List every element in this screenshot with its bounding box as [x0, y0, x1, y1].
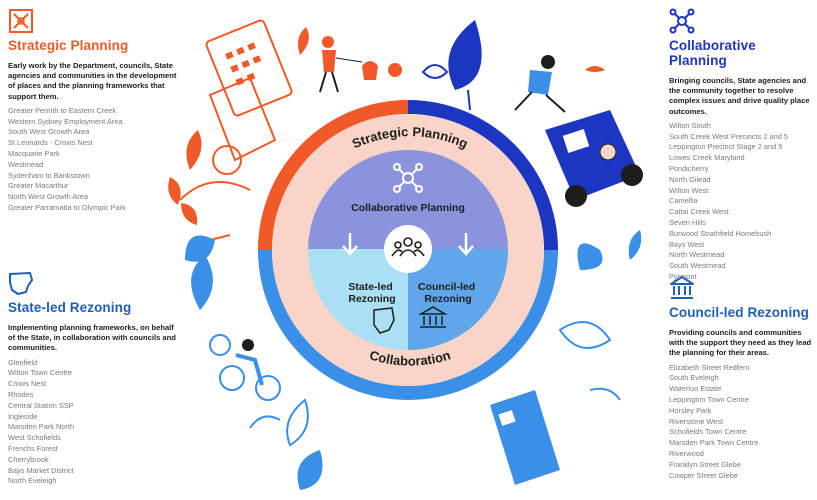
bus-icon — [490, 390, 560, 485]
list-item: Glenfield — [8, 357, 38, 367]
list-item: Westmead — [8, 159, 44, 169]
list-item: Waterloo Estate — [669, 384, 722, 394]
state-led-rezoning-list: Glenfield Wilton Town Centre Crows Nest … — [8, 358, 183, 488]
list-item: Pondicherry — [669, 164, 709, 173]
list-item: Bays West — [669, 239, 705, 249]
list-item: Cherrybrook — [8, 454, 49, 464]
list-item: Greater Penrith to Eastern Creek — [8, 105, 117, 115]
list-item: Leppington Town Centre — [669, 395, 749, 404]
list-item: South West Growth Area — [8, 127, 90, 137]
list-item: Riverwood — [669, 448, 704, 458]
tree-icon-blue-right — [558, 230, 642, 401]
list-item: Wilton Town Centre — [8, 368, 72, 378]
bird-icon — [585, 66, 605, 72]
list-item: Crows Nest — [8, 379, 47, 389]
network-icon — [669, 8, 695, 34]
list-item: Greater Macarthur — [8, 181, 69, 191]
council-led-rezoning-list: Elizabeth Street Redfern South Eveleigh … — [669, 363, 817, 482]
list-item: South Eveleigh — [669, 373, 719, 383]
list-item: Seven Hills — [669, 217, 706, 227]
network-icon-core — [393, 163, 423, 193]
list-item: South Creek West Precincts 2 and 5 — [669, 131, 788, 141]
council-led-rezoning-description: Providing councils and communities with … — [669, 328, 812, 358]
list-item: North West Growth Area — [8, 192, 88, 202]
list-item: South Westmead — [669, 261, 726, 271]
council-led-rezoning-panel: Council-led Rezoning Providing councils … — [669, 275, 817, 481]
person-walking-dog-icon — [319, 36, 378, 93]
list-item: Frenchs Forest — [8, 443, 58, 453]
list-item: North Gilead — [669, 174, 711, 184]
list-item: North Westmead — [669, 250, 725, 260]
list-item: Greater Parramatta to Olympic Park — [8, 202, 126, 212]
arrow-down-left-icon — [342, 233, 358, 256]
state-led-rezoning-description: Implementing planning frameworks, on beh… — [8, 323, 176, 353]
community-icon-background — [384, 225, 432, 273]
outer-ring-state-segment — [258, 250, 408, 400]
council-led-rezoning-title: Council-led Rezoning — [669, 305, 809, 320]
list-item: Marsden Park Town Centre — [669, 438, 759, 448]
list-item: Sydenham to Bankstown — [8, 170, 90, 180]
list-item: Wilton South — [669, 120, 711, 130]
strategic-planning-description: Early work by the Department, councils, … — [8, 61, 177, 101]
list-item: Rhodes — [8, 390, 34, 399]
list-item: Burwood Strathfield Homebush — [669, 228, 772, 238]
running-person-icon — [514, 55, 566, 113]
strategic-planning-title: Strategic Planning — [8, 38, 129, 53]
leaf-icon-orange — [168, 27, 402, 225]
list-item: Cowper Street Glebe — [669, 470, 739, 480]
list-item: West Schofields — [8, 433, 61, 443]
list-item: North Eveleigh — [8, 476, 57, 486]
council-building-icon — [670, 276, 694, 299]
list-item: Macquarie Park — [8, 149, 60, 158]
list-item: Western Sydney Employment Area — [8, 116, 123, 126]
list-item: Elizabeth Street Redfern — [669, 362, 750, 372]
list-item: Marsden Park North — [8, 422, 75, 432]
collaborative-planning-list: Wilton South South Creek West Precincts … — [669, 121, 817, 283]
list-item: Central Station SSP — [8, 400, 74, 410]
car-icon — [545, 110, 643, 207]
list-item: Cattai Creek West — [669, 207, 729, 217]
list-item: Riverstone West — [669, 416, 724, 426]
nsw-map-icon — [9, 272, 33, 295]
collaborative-planning-title: Collaborative Planning — [669, 38, 756, 68]
list-item: Bays Market District — [8, 465, 74, 475]
outer-ring-strategic-segment — [258, 100, 408, 250]
list-item: Camellia — [669, 196, 698, 206]
ring-label-collaboration: Collaboration — [368, 347, 452, 368]
collaborative-planning-panel: Collaborative Planning Bringing councils… — [669, 8, 817, 283]
council-building-icon-core — [418, 306, 448, 328]
state-led-rezoning-title: State-led Rezoning — [8, 300, 132, 315]
list-item: Leppington Precinct Stage 2 and 5 — [669, 142, 783, 152]
tree-icon-light-blue — [185, 235, 323, 490]
strategic-planning-list: Greater Penrith to Eastern Creek Western… — [8, 106, 183, 214]
outer-ring-collaborative-segment — [408, 100, 558, 250]
list-item: Horsley Park — [669, 405, 712, 415]
collaborative-planning-description: Bringing councils, State agencies and th… — [669, 76, 810, 116]
list-item: St Leonards - Crows Nest — [8, 138, 93, 148]
tree-icon-blue — [421, 20, 482, 111]
list-item: Franklyn Street Glebe — [669, 459, 741, 469]
list-item: Ingleside — [8, 411, 38, 421]
core-label-state-led-rezoning: State-led Rezoning — [348, 281, 395, 305]
arrow-down-right-icon — [458, 233, 474, 256]
outer-ring-council-segment — [408, 250, 558, 400]
nsw-map-icon-core — [373, 307, 395, 334]
list-item: Schofields Town Centre — [669, 427, 747, 437]
windows-grid-icon — [224, 42, 262, 86]
core-label-council-led-rezoning: Council-led Rezoning — [418, 281, 478, 305]
list-item: Wilton West — [669, 185, 709, 195]
strategic-planning-icon — [9, 9, 33, 33]
cyclist-icon — [219, 339, 281, 401]
state-led-rezoning-panel: State-led Rezoning Implementing planning… — [8, 270, 183, 487]
core-label-collaborative-planning: Collaborative Planning — [351, 202, 465, 214]
list-item: Lowes Creek Maryland — [669, 153, 745, 163]
strategic-planning-panel: Strategic Planning Early work by the Dep… — [8, 8, 183, 214]
community-icon — [391, 237, 425, 257]
